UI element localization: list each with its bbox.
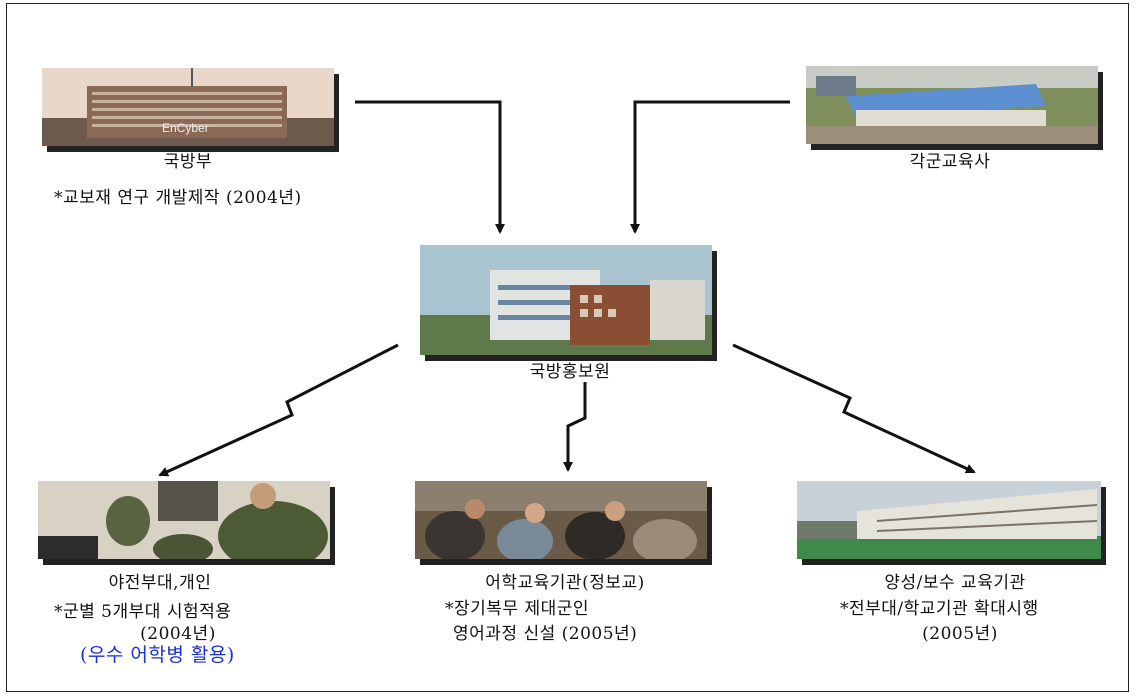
- field-label: 야전부대,개인: [108, 573, 212, 593]
- mnd-label: 국방부: [163, 152, 213, 172]
- field-note-line1: *군별 5개부대 시험적용: [54, 602, 232, 622]
- mnd-building-photo: EnCyber: [42, 68, 334, 146]
- language-label: 어학교육기관(정보교): [485, 573, 645, 593]
- training-note-line2: (2005년): [922, 624, 998, 644]
- training-note-line1: *전부대/학교기관 확대시행: [840, 599, 1039, 619]
- arrow-center-to-training: [732, 343, 976, 474]
- arrow-center-to-field: [158, 343, 399, 477]
- field-unit-photo: [38, 481, 330, 559]
- training-label: 양성/보수 교육기관: [884, 573, 1026, 593]
- language-note-line2: 영어과정 신설 (2005년): [453, 624, 638, 644]
- field-note-line3: (우수 어학병 활용): [80, 644, 235, 666]
- language-class-photo: [415, 481, 707, 559]
- center-label: 국방홍보원: [529, 362, 611, 382]
- language-note-line1: *장기복무 제대군인: [445, 599, 590, 619]
- schools-label: 각군교육사: [909, 152, 991, 172]
- center-building-photo: [420, 245, 712, 355]
- schools-building-photo: [806, 66, 1098, 144]
- arrow-mnd-to-center: [355, 100, 505, 234]
- training-institute-photo: [797, 481, 1101, 559]
- arrow-schools-to-center: [630, 100, 790, 234]
- mnd-photo-sign: EnCyber: [162, 121, 209, 135]
- field-note-line2: (2004년): [140, 624, 216, 644]
- arrow-center-to-language: [563, 382, 587, 472]
- mnd-note: *교보재 연구 개발제작 (2004년): [54, 188, 302, 208]
